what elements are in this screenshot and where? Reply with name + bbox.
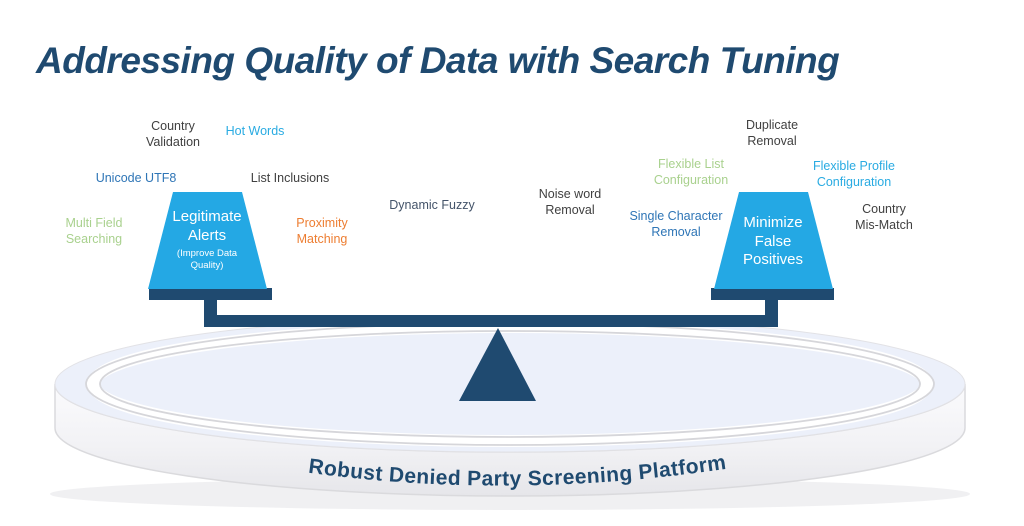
left-weight-trapezoid xyxy=(148,192,267,289)
label-flexible-list-configuration: Flexible List Configuration xyxy=(653,157,729,187)
label-duplicate-removal: Duplicate Removal xyxy=(745,118,799,148)
label-multi-field-searching: Multi Field Searching xyxy=(65,216,123,246)
label-hot-words: Hot Words xyxy=(225,124,285,138)
right-weight-trapezoid xyxy=(714,192,833,289)
platform-ring-inner-line xyxy=(99,330,921,438)
right-weight-label: Minimize False Positives xyxy=(711,214,835,270)
label-country-validation: Country Validation xyxy=(146,119,200,149)
platform: Robust Denied Party Screening Platform xyxy=(50,315,970,510)
left-weight-subtitle: (Improve Data Quality) xyxy=(176,248,238,271)
right-stem xyxy=(765,298,778,317)
page-title: Addressing Quality of Data with Search T… xyxy=(36,40,840,81)
left-stem xyxy=(204,298,217,317)
fulcrum-triangle xyxy=(459,328,536,401)
left-weight-title: Legitimate Alerts xyxy=(172,208,242,244)
balance-scale xyxy=(148,192,834,401)
left-weight-label: Legitimate Alerts (Improve Data Quality) xyxy=(145,208,269,271)
beam xyxy=(204,315,778,327)
label-unicode-utf8: Unicode UTF8 xyxy=(95,171,177,185)
label-dynamic-fuzzy: Dynamic Fuzzy xyxy=(389,198,475,212)
label-single-character-removal: Single Character Removal xyxy=(629,209,723,239)
left-pedestal xyxy=(149,288,272,300)
right-weight-title: Minimize False Positives xyxy=(742,214,804,268)
label-proximity-matching: Proximity Matching xyxy=(296,216,348,246)
label-noise-word-removal: Noise word Removal xyxy=(538,187,602,217)
right-pedestal xyxy=(711,288,834,300)
label-flexible-profile-configuration: Flexible Profile Configuration xyxy=(813,159,895,189)
label-country-mis-match: Country Mis-Match xyxy=(855,202,913,232)
label-list-inclusions: List Inclusions xyxy=(250,171,330,185)
